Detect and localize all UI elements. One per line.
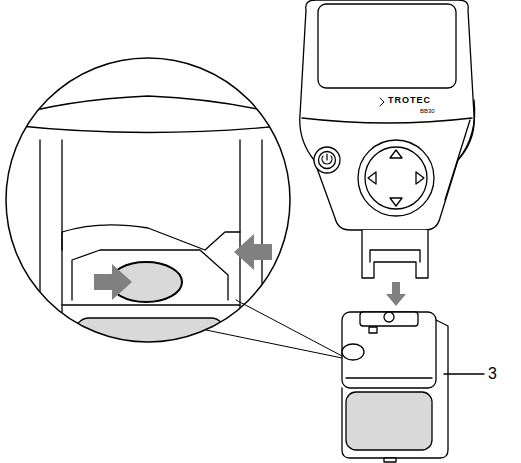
- detail-view: [0, 96, 300, 378]
- insert-arrow: [386, 282, 406, 306]
- callout-number: 3: [488, 366, 497, 382]
- leader-line: [444, 373, 484, 374]
- probe: [342, 312, 448, 462]
- brand-logo: TROTEC: [388, 96, 431, 105]
- zoom-leader: [206, 300, 342, 358]
- gauge-body: [300, 0, 475, 278]
- model-name: BB30: [420, 108, 435, 114]
